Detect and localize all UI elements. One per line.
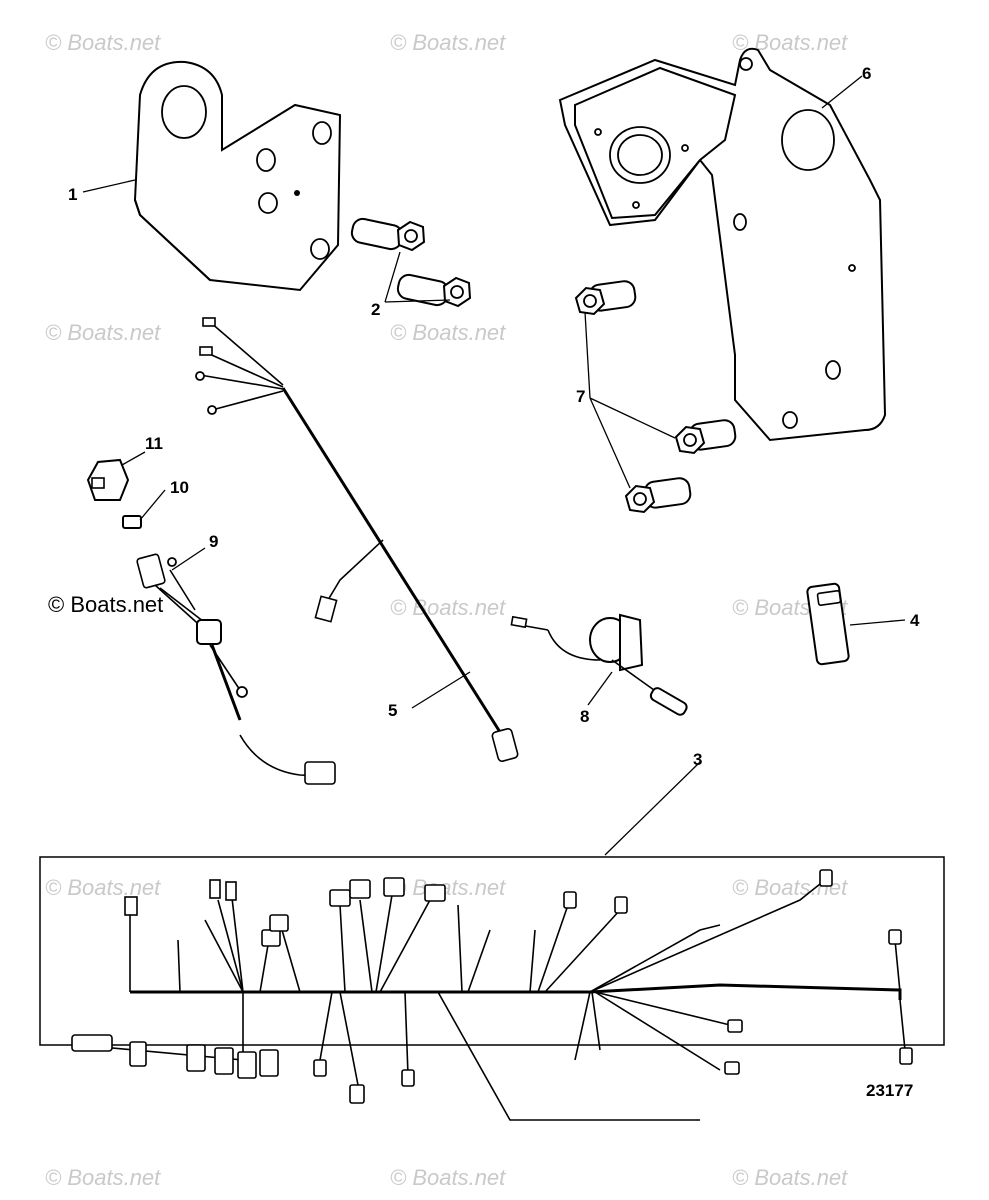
leader-1 xyxy=(82,179,136,193)
callout-3: 3 xyxy=(693,750,702,769)
callout-9: 9 xyxy=(209,532,218,551)
leader-lines xyxy=(82,75,906,856)
part-3-main-harness xyxy=(39,856,945,1121)
callout-8: 8 xyxy=(580,707,589,726)
leader-4 xyxy=(849,619,906,626)
callout-labels: 1 2 3 4 5 6 7 8 9 10 11 xyxy=(68,64,920,769)
watermarks: © Boats.net © Boats.net © Boats.net © Bo… xyxy=(45,30,848,1190)
part-2-bolts xyxy=(350,217,472,308)
part-1-bracket xyxy=(133,60,342,292)
leader-10 xyxy=(139,489,166,521)
leader-8 xyxy=(587,671,613,706)
leader-11 xyxy=(121,451,146,466)
leader-5 xyxy=(411,671,471,709)
callout-4: 4 xyxy=(910,611,920,630)
part-6-bracket xyxy=(558,47,887,442)
part-7-bolts xyxy=(574,280,737,514)
watermark-10: © Boats.net xyxy=(390,875,506,900)
part-11-relay xyxy=(86,458,130,501)
part-4-connector xyxy=(806,582,850,666)
leader-7 xyxy=(584,311,676,489)
leader-2 xyxy=(384,251,451,303)
part-10-fuse xyxy=(122,515,142,529)
callout-5: 5 xyxy=(388,701,397,720)
watermark-9: © Boats.net xyxy=(45,875,161,900)
leader-9 xyxy=(171,547,206,571)
watermark-1: © Boats.net xyxy=(45,30,161,55)
part-9-harness xyxy=(136,553,336,785)
callout-1: 1 xyxy=(68,185,77,204)
harness-box xyxy=(39,856,945,1046)
callout-11: 11 xyxy=(145,434,163,453)
part-8-sensor xyxy=(510,613,688,716)
figure-number: 23177 xyxy=(866,1081,913,1100)
watermark-4: © Boats.net xyxy=(45,320,161,345)
watermark-7: © Boats.net xyxy=(390,595,506,620)
watermark-2: © Boats.net xyxy=(390,30,506,55)
watermark-12: © Boats.net xyxy=(45,1165,161,1190)
leader-6 xyxy=(821,75,863,109)
callout-7: 7 xyxy=(576,387,585,406)
watermark-14: © Boats.net xyxy=(732,1165,848,1190)
watermark-5: © Boats.net xyxy=(390,320,506,345)
callout-2: 2 xyxy=(371,300,380,319)
watermark-13: © Boats.net xyxy=(390,1165,506,1190)
watermark-main: © Boats.net xyxy=(48,592,163,617)
leader-3 xyxy=(604,761,701,856)
callout-10: 10 xyxy=(170,478,189,497)
callout-6: 6 xyxy=(862,64,871,83)
part-5-harness xyxy=(195,317,519,762)
